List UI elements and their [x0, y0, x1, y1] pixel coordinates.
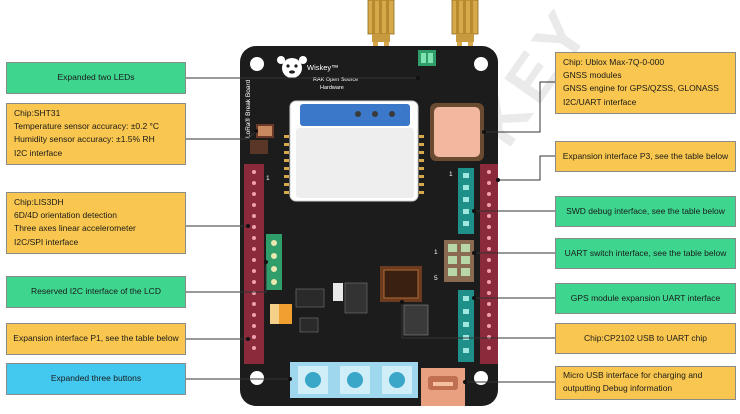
- callout-usb: Micro USB interface for charging and out…: [555, 366, 736, 400]
- board-subtitle-1: RAK Open Source: [313, 77, 358, 83]
- callout-cp2102: Chip:CP2102 USB to UART chip: [555, 323, 736, 354]
- callout-text: UART switch interface, see the table bel…: [564, 247, 727, 258]
- callout-text: outputting Debug information: [563, 383, 673, 394]
- callout-p3: Expansion interface P3, see the table be…: [555, 141, 736, 172]
- leader-dots: [246, 76, 500, 384]
- board-side-label: LoRa® Break Board: [244, 79, 252, 138]
- pin-marker-uart-1: 1: [434, 249, 438, 256]
- callout-text: Temperature sensor accuracy: ±0.2 °C: [14, 121, 160, 132]
- callout-text: GNSS engine for GPS/QZSS, GLONASS: [563, 83, 719, 94]
- callout-swd: SWD debug interface, see the table below: [555, 196, 736, 227]
- callout-sht31: Chip:SHT31 Temperature sensor accuracy: …: [6, 103, 186, 165]
- pin-marker-swd: 1: [449, 171, 453, 178]
- buttons-strip: [290, 362, 418, 398]
- board-brand: Wiskey™: [307, 63, 339, 72]
- callout-text: Expanded two LEDs: [57, 72, 135, 83]
- callout-text: I2C/UART interface: [563, 96, 637, 107]
- callout-text: Chip:CP2102 USB to UART chip: [584, 332, 707, 343]
- callout-two-leds: Expanded two LEDs: [6, 62, 186, 94]
- callout-text: GNSS modules: [563, 70, 622, 81]
- callout-text: Humidity sensor accuracy: ±1.5% RH: [14, 134, 155, 145]
- callout-text: Reserved I2C interface of the LCD: [31, 286, 161, 297]
- callout-ublox: Chip: Ublox Max-7Q-0-000 GNSS modules GN…: [555, 52, 736, 114]
- callout-buttons: Expanded three buttons: [6, 363, 186, 395]
- callout-text: 6D/4D orientation detection: [14, 210, 118, 221]
- callout-p1: Expansion interface P1, see the table be…: [6, 323, 186, 355]
- mascot-logo: [277, 56, 307, 78]
- callout-text: Expansion interface P1, see the table be…: [13, 333, 179, 344]
- callout-lcd-i2c: Reserved I2C interface of the LCD: [6, 276, 186, 308]
- board-subtitle-2: Hardware: [320, 85, 344, 91]
- callout-text: GPS module expansion UART interface: [570, 292, 721, 303]
- callout-text: I2C/SPI interface: [14, 236, 79, 247]
- callout-text: Chip:LIS3DH: [14, 197, 64, 207]
- pin-marker-p1: 1: [266, 175, 270, 182]
- callout-text: Expansion interface P3, see the table be…: [562, 150, 729, 161]
- callout-text: Micro USB interface for charging and: [563, 370, 703, 380]
- callout-text: Expanded three buttons: [50, 373, 142, 384]
- callout-text: Chip:SHT31: [14, 108, 61, 118]
- leader-lines: [186, 77, 555, 383]
- pin-marker-uart-5: 5: [434, 275, 438, 282]
- callout-text: I2C interface: [14, 147, 63, 158]
- callout-text: Chip: Ublox Max-7Q-0-000: [563, 57, 665, 67]
- callout-lis3dh: Chip:LIS3DH 6D/4D orientation detection …: [6, 192, 186, 254]
- callout-text: SWD debug interface, see the table below: [566, 205, 725, 216]
- callout-text: Three axes linear accelerometer: [14, 223, 136, 234]
- callout-uart-switch: UART switch interface, see the table bel…: [555, 238, 736, 269]
- callout-gps-uart: GPS module expansion UART interface: [555, 283, 736, 314]
